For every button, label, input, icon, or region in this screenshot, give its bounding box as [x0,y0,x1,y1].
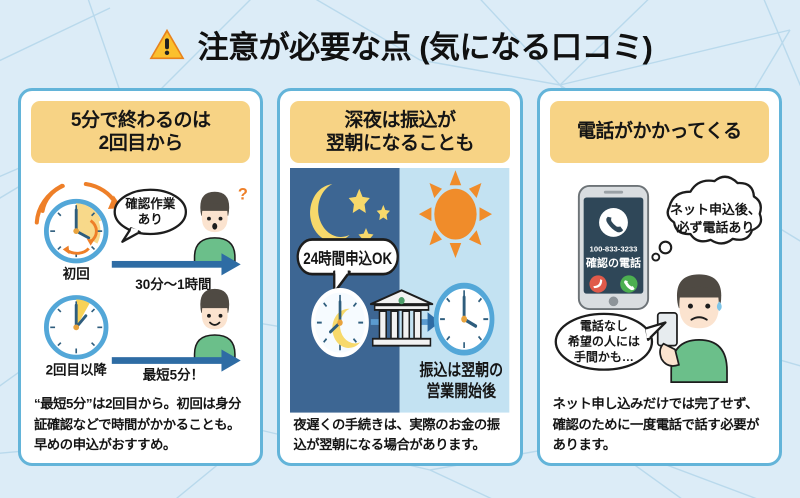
caller-number: 100-833-3233 [589,244,637,253]
warning-triangle-icon [149,28,185,60]
card-duration-caption: “最短5分”は2回目から。初回は身分証確認などで時間がかかることも。早めの申込が… [34,396,242,452]
incoming-call-illustration: 100-833-3233 確認の電話 [550,168,769,392]
bubble-no-call-preference: 電話なし 希望の人には 手間かも… [554,312,667,371]
clock-comparison-illustration: 初回 確認作業 あり [31,168,250,392]
question-mark-icon: ? [238,185,248,203]
smartphone-incoming-call: 100-833-3233 確認の電話 [577,184,649,311]
arrow-repeat-duration [111,349,241,372]
svg-text:確認作業: 確認作業 [125,196,176,211]
svg-text:あり: あり [138,212,163,226]
night-to-morning-transfer-illustration: 24時間申込OK [290,168,510,413]
transfer-arrow [371,312,441,332]
svg-text:電話なし: 電話なし [579,318,627,333]
sweat-drop-icon [716,301,722,311]
star-icon [349,188,371,213]
person-worried-icon [656,274,728,384]
card-duration: 5分で終わるのは 2回目から [18,88,264,466]
page-title: 注意が必要な点 (気になる口コミ) [0,0,800,88]
headline-line-2: 2回目から [98,133,184,154]
headline-line-1: 電話がかかってくる [577,121,742,143]
accept-call-icon[interactable] [619,275,638,293]
svg-text:ネット申込後、: ネット申込後、 [670,202,761,217]
moon-icon [310,184,350,242]
svg-text:希望の人には: 希望の人には [566,334,639,349]
transfer-note-line-1: 振込は翌朝の [420,359,504,380]
clock-repeat-icon [43,295,109,360]
sun-icon [419,170,493,258]
star-icon [377,204,391,221]
decline-call-icon[interactable] [589,275,607,293]
card-transfer-headline: 深夜は振込が 翌朝になることも [290,101,510,163]
transfer-note-line-2: 営業開始後 [427,380,497,401]
card-phone-call: 電話がかかってくる 100-833-3233 確認の電話 [536,88,782,466]
card-phone-caption: ネット申し込みだけでは完了せず、確認のために一度電話で話す必要があります。 [552,396,760,452]
svg-text:手間かも…: 手間かも… [573,349,633,364]
bubble-verification: 確認作業 あり [113,188,188,243]
bank-icon [370,289,434,347]
night-clock-icon [311,287,370,358]
page-title-text: 注意が必要な点 (気になる口コミ) [197,29,653,65]
svg-text:24時間申込OK: 24時間申込OK [304,249,393,269]
person-happy-icon [193,288,236,360]
arrow-first-label: 30分〜1時間 [135,276,211,292]
arrow-repeat-label: 最短5分！ [143,366,204,382]
card-duration-headline: 5分で終わるのは 2回目から [31,101,251,163]
headline-line-2: 翌朝になることも [325,133,475,154]
clock-repeat-label: 2回目以降 [46,361,108,377]
svg-text:必ず電話あり: 必ず電話あり [675,220,754,235]
card-transfer-timing: 深夜は振込が 翌朝になることも [277,88,523,466]
clock-first-label: 初回 [63,265,90,281]
headline-line-1: 5分で終わるのは [70,109,211,131]
person-confused-icon: ? [193,185,248,264]
card-list: 5分で終わるのは 2回目から [0,88,800,466]
card-transfer-caption: 夜遅くの手続きは、実際のお金の振込が翌朝になる場合があります。 [293,416,500,452]
arrow-first-duration [111,253,241,276]
bubble-24h-application: 24時間申込OK [296,238,400,294]
thought-bubble-always-call: ネット申込後、 必ず電話あり [651,175,762,262]
card-phone-headline: 電話がかかってくる [549,101,769,163]
day-clock-icon [434,282,495,356]
headline-line-1: 深夜は振込が [344,109,456,131]
caller-label: 確認の電話 [586,256,641,270]
clock-first-time-icon [43,198,109,264]
